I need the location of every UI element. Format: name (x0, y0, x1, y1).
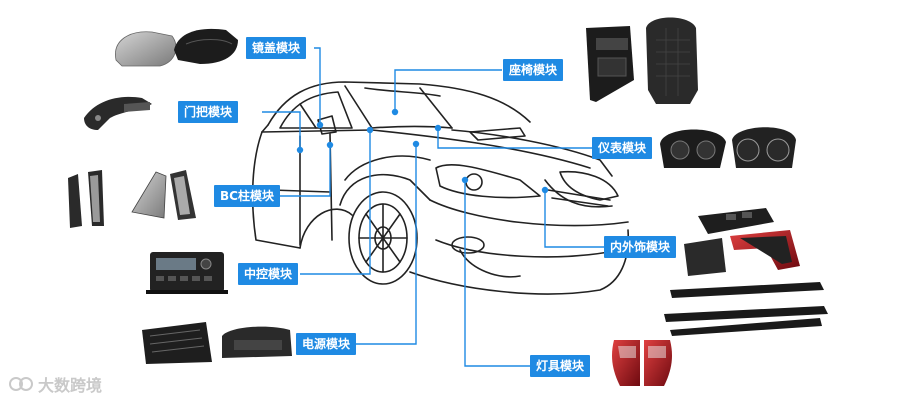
connector-bc-pillar (274, 145, 331, 197)
label-trim-module: 内外饰模块 (604, 236, 677, 258)
mirror-cap-parts (115, 28, 238, 67)
label-power-module: 电源模块 (296, 333, 357, 355)
connector-trim (544, 190, 604, 248)
watermark: 大数跨境 (8, 372, 102, 396)
watermark-text: 大数跨境 (38, 376, 103, 395)
connector-lines (262, 47, 604, 367)
power-module-parts (142, 322, 292, 364)
door-handle-part (84, 96, 152, 130)
connector-power (356, 144, 417, 345)
label-seat-module: 座椅模块 (503, 59, 564, 81)
connector-door-handle (262, 111, 301, 150)
connector-seat (394, 69, 502, 112)
mirror-cap-black (174, 28, 238, 65)
seat-parts (586, 17, 698, 104)
label-mirror-module: 镜盖模块 (246, 37, 307, 59)
label-bc-pillar-module: BC柱模块 (214, 185, 280, 207)
connector-instrument (437, 128, 594, 149)
mirror-cap-gray (115, 31, 177, 67)
center-console-part (146, 252, 228, 294)
label-door-handle-module: 门把模块 (178, 101, 239, 123)
label-lamp-module: 灯具模块 (530, 355, 591, 377)
connector-lamp (464, 180, 530, 367)
lamp-parts (612, 340, 672, 386)
instrument-cluster-parts (660, 127, 796, 168)
watermark-logo-icon (9, 377, 33, 391)
connector-center-console (300, 130, 371, 275)
label-center-console-module: 中控模块 (238, 263, 299, 285)
car-illustration (251, 81, 630, 295)
trim-parts (684, 208, 800, 276)
connector-mirror (314, 47, 321, 125)
bc-pillar-parts (68, 170, 196, 228)
trim-bar-parts (664, 282, 828, 336)
label-instrument-module: 仪表模块 (592, 137, 653, 159)
